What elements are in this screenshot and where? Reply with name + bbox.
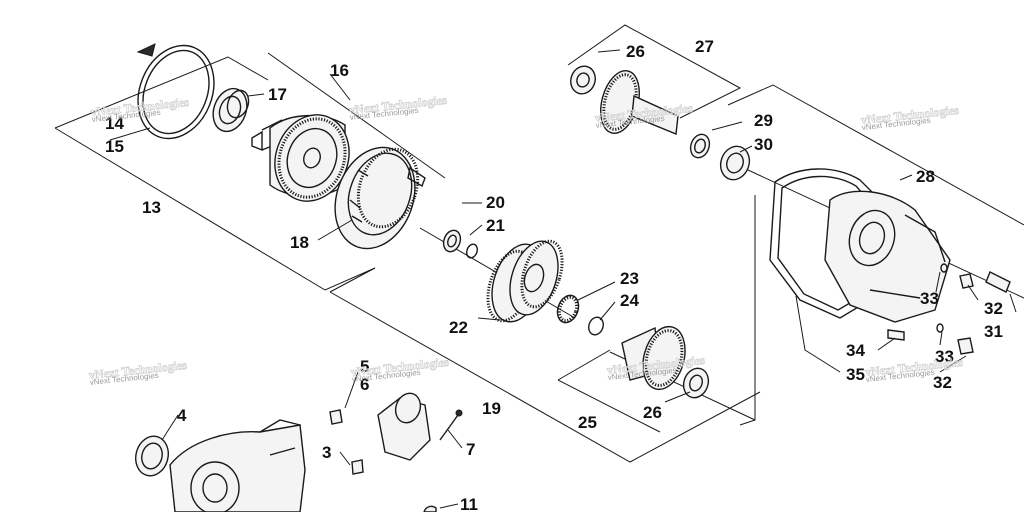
callout-35: 35 [846,365,865,384]
callout-27: 27 [695,37,714,56]
bracket-13 [54,56,269,129]
part-snap-ring-14 [136,43,215,140]
callout-28: 28 [916,167,935,186]
callout-18: 18 [290,233,309,252]
callout-4: 4 [177,406,187,425]
callout-29: 29 [754,111,773,130]
callout-13: 13 [142,198,161,217]
part-fasteners-31-34 [887,263,1011,355]
part-upper-shaft-27 [570,65,751,181]
part-ring-gear-16 [251,114,350,202]
watermark: vNext Technologies vNext Technologies [90,94,190,124]
part-motor-assembly-5-6-7 [329,392,463,475]
callout-25: 25 [578,413,597,432]
callout-21: 21 [486,216,505,235]
callout-30: 30 [754,135,773,154]
callout-6: 6 [360,375,369,394]
callout-34: 34 [846,341,865,360]
part-11 [423,505,437,512]
callout-14: 14 [105,114,124,133]
callout-17: 17 [268,85,287,104]
bracket-28-lower [739,195,756,426]
watermark: vNext Technologies vNext Technologies [348,92,448,122]
callout-33-bottom: 33 [935,347,954,366]
callout-7: 7 [466,440,475,459]
watermark: vNext Technologies vNext Technologies [88,357,188,387]
leader-lines [109,49,1017,509]
part-seal-4 [135,435,169,477]
callout-33-top: 33 [920,289,939,308]
group-brackets [54,24,1024,463]
direction-arrow-icon [136,43,156,57]
callout-16: 16 [330,61,349,80]
callout-26-top: 26 [626,42,645,61]
callout-20: 20 [486,193,505,212]
callout-32-top: 32 [984,299,1003,318]
watermark: vNext Technologies vNext Technologies [860,102,960,132]
part-clutch-basket-18 [334,146,426,250]
part-bearing-17 [212,87,250,133]
callout-5: 5 [360,357,369,376]
bracket-13-lower [54,127,376,291]
callout-26-bottom: 26 [643,403,662,422]
part-gasket-35 [769,168,881,319]
part-housing [169,419,306,512]
callout-32-bottom: 32 [933,373,952,392]
callout-3: 3 [322,443,331,462]
bracket-16 [267,52,446,179]
callout-22: 22 [449,318,468,337]
bracket-19-lower [329,291,761,463]
callout-labels: 3 4 5 6 7 11 13 14 15 16 17 18 19 20 21 … [105,37,1003,512]
callout-11: 11 [460,495,478,512]
callout-19: 19 [482,399,501,418]
callout-15: 15 [105,137,124,156]
bracket-25-lower [557,379,661,433]
callout-31: 31 [984,322,1003,341]
bracket-28 [727,84,1024,226]
bracket-19 [329,267,376,293]
bracket-25 [557,349,611,381]
part-cover-28 [824,190,951,323]
callout-23: 23 [620,269,639,288]
part-output-gear-25 [621,325,710,399]
part-bearing-23-washer-24 [556,294,604,336]
part-gear-assembly-22 [486,239,564,323]
callout-24: 24 [620,291,639,310]
part-washers-20-21 [442,229,478,259]
bracket-27 [567,24,742,119]
